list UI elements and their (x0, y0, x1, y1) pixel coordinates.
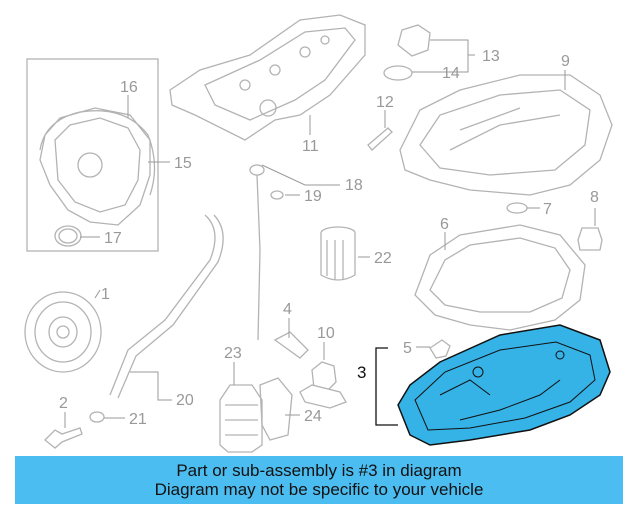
callout-21: 21 (129, 411, 147, 428)
callout-8: 8 (590, 189, 599, 206)
oil-tube-path (109, 214, 216, 396)
oil-cooler-fins (225, 404, 258, 436)
valve-cover-port (269, 64, 281, 76)
timing-cover-group (26, 58, 159, 252)
callout-9: 9 (561, 53, 570, 70)
seal-19-shape (270, 190, 284, 200)
oil-filter-group (320, 226, 356, 281)
callout-12: 12 (376, 94, 394, 111)
part-4-shape (273, 331, 309, 359)
gasket-24-shape (259, 377, 293, 441)
info-banner: Part or sub-assembly is #3 in diagram Di… (15, 456, 623, 504)
leader-18 (261, 164, 340, 186)
leader-1 (94, 289, 101, 299)
callout-18: 18 (345, 177, 363, 194)
callout-20: 20 (176, 392, 194, 409)
ladder-frame-inner (419, 89, 591, 176)
parts-diagram: 16 15 17 11 13 14 9 12 18 19 7 8 6 22 1 … (24, 14, 613, 453)
oil-sensor-group (299, 361, 347, 409)
baffle-group (414, 224, 586, 331)
timing-cover-inner (54, 117, 141, 213)
baffle-inner (429, 237, 571, 313)
callout-19: 19 (304, 188, 322, 205)
cap-8-shape (577, 227, 603, 251)
callout-16: 16 (120, 79, 138, 96)
callout-13: 13 (482, 48, 500, 65)
valve-cover-cap-seat (259, 99, 277, 117)
timing-cover-hole (77, 152, 103, 178)
drain-plug-shape (429, 339, 451, 359)
ladder-frame-shape (399, 74, 613, 196)
oil-filter-body (320, 233, 356, 281)
valve-cover-port (299, 46, 311, 58)
oil-sensor-base (299, 384, 347, 409)
seal-17-inner (58, 228, 78, 244)
oil-cap-shape (397, 24, 431, 57)
banner-line-2: Diagram may not be specific to your vehi… (154, 480, 484, 499)
valve-cover-port (239, 79, 251, 91)
callout-23: 23 (224, 345, 242, 362)
pulley-middle (34, 301, 92, 363)
valve-cover-top (204, 27, 356, 121)
pulley-outer (24, 291, 102, 373)
ladder-frame-rib (459, 107, 521, 131)
callout-1: 1 (101, 286, 110, 303)
oil-cooler-shape (219, 384, 263, 453)
oil-tube-path-2 (117, 214, 224, 399)
oil-pan-rim (414, 341, 596, 431)
callout-labels: 16 15 17 11 13 14 9 12 18 19 7 8 6 22 1 … (59, 48, 599, 428)
timing-cover-gasket (39, 110, 156, 196)
leader-13b (430, 54, 475, 73)
pulley-center (56, 325, 70, 339)
leader-lines (64, 39, 596, 428)
pulley-group (24, 291, 102, 373)
callout-17: 17 (104, 230, 122, 247)
leader-20 (130, 371, 172, 401)
oil-pan-ribs (439, 379, 561, 421)
dipstick-rod (256, 174, 261, 341)
callout-3: 3 (357, 363, 366, 382)
callout-7: 7 (543, 201, 552, 218)
oil-tube-group (89, 214, 224, 423)
callout-14: 14 (442, 65, 460, 82)
plug-7-shape (506, 202, 528, 214)
oil-pan-boss (472, 366, 484, 378)
ladder-frame-rib (449, 114, 561, 151)
part-12-shape (367, 127, 393, 151)
valve-cover-shape (169, 14, 366, 141)
oil-pan-highlight (397, 324, 611, 446)
callout-6: 6 (440, 216, 449, 233)
valve-cover-port (320, 35, 330, 45)
leader-13 (430, 39, 469, 55)
timing-cover-outer (39, 107, 151, 226)
callout-4: 4 (283, 301, 292, 318)
callout-22: 22 (374, 250, 392, 267)
cap-seal-shape (383, 65, 413, 81)
callout-24: 24 (304, 408, 322, 425)
timing-cover-frame (26, 58, 159, 252)
seal-17-shape (54, 225, 82, 247)
seal-21-shape (89, 411, 105, 423)
callout-2: 2 (59, 395, 68, 412)
bolt-2-shape (44, 427, 83, 449)
callout-15: 15 (174, 155, 192, 172)
leader-3 (375, 347, 398, 426)
oil-cooler-group (219, 377, 293, 453)
callout-11: 11 (302, 138, 319, 155)
dipstick-handle (249, 164, 265, 176)
pulley-hub (48, 316, 78, 348)
callout-5: 5 (403, 340, 412, 357)
oil-cap-group (383, 24, 431, 81)
dipstick-group (249, 164, 284, 341)
baffle-shape (414, 224, 586, 331)
valve-cover-group (169, 14, 366, 141)
ladder-frame-group (399, 74, 613, 196)
callout-10: 10 (317, 325, 335, 342)
oil-pan-shape (397, 324, 611, 446)
banner-line-1: Part or sub-assembly is #3 in diagram (176, 461, 462, 480)
oil-pan-boss (555, 350, 565, 360)
